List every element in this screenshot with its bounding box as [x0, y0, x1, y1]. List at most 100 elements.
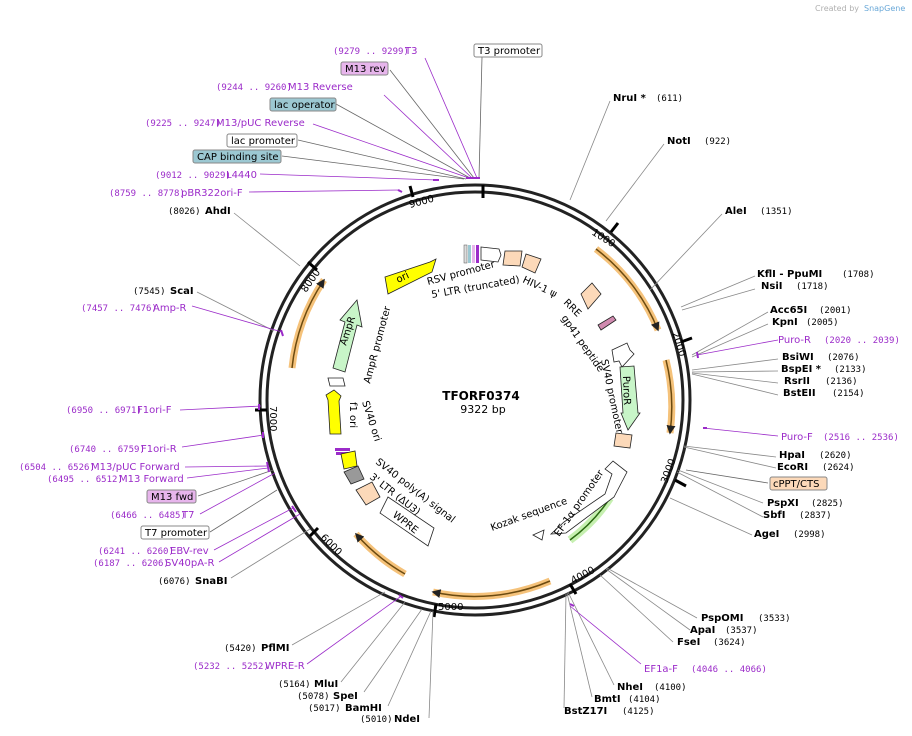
enzyme-pos-bmti: (4104): [628, 695, 661, 705]
enzyme-pos-snabi: (6076): [158, 577, 191, 587]
enzyme-pos-kpni: (2005): [806, 318, 839, 328]
enzyme-name-hpai: HpaI: [779, 450, 805, 461]
enzyme-pos-acc65i: (2001): [819, 306, 852, 316]
enzyme-name-ecori: EcoRI: [777, 462, 808, 473]
enzyme-name-bsiwi: BsiWI: [782, 352, 814, 363]
enzyme-name-nrui: NruI *: [613, 93, 647, 104]
orange-arc-1: [593, 246, 662, 332]
enzyme-name-nsii: NsiI: [761, 281, 782, 292]
hiv-label: HIV-1 ψ: [521, 275, 559, 301]
primer-range-l4440: (9012 .. 9029): [155, 171, 231, 181]
enzyme-pos-scai: (7545): [133, 287, 166, 297]
enzyme-name-alei: AleI: [725, 206, 747, 217]
primer-range-pbr322: (8759 .. 8778): [109, 189, 185, 199]
rsv-stack-4: [476, 245, 479, 263]
primer-range-f1ori-f: (6950 .. 6971): [66, 406, 142, 416]
primer-name-wpre-r: WPRE-R: [265, 661, 305, 672]
cap-site-label: CAP binding site: [197, 152, 279, 163]
primer-range-f1ori-r: (6740 .. 6759): [69, 445, 145, 455]
plasmid-size: 9322 bp: [460, 403, 505, 416]
primer-range-ebv-rev: (6241 .. 6260): [98, 547, 174, 557]
cppt-box: [613, 432, 633, 449]
primer-name-sv40pa-r: SV40pA-R: [165, 558, 214, 569]
puror-arrow: [619, 365, 641, 431]
rsv-promoter-arrow: [480, 246, 502, 263]
rre-box: [580, 282, 602, 310]
tick-label-5000: 5000: [438, 602, 463, 613]
enzyme-pos-kfli: (1708): [842, 270, 875, 280]
primer-name-puro-r: Puro-R: [778, 335, 811, 346]
primer-name-m13puc-reverse: M13/pUC Reverse: [216, 118, 305, 129]
ori-arrow: [384, 258, 437, 295]
primer-name-m13puc-forward: M13/pUC Forward: [91, 462, 180, 473]
ef1a-arrow: [549, 460, 628, 535]
enzyme-pos-agei: (2998): [793, 530, 826, 540]
enzyme-name-noti: NotI: [667, 136, 691, 147]
enzyme-name-pflmi: PflMI: [261, 643, 289, 654]
primer-name-ebv-rev: EBV-rev: [170, 546, 209, 557]
primer-range-m13-reverse: (9244 .. 9260): [216, 83, 292, 93]
primer-range-puro-f: (2516 .. 2536): [823, 433, 899, 443]
primer-range-sv40pa-r: (6187 .. 6206): [93, 559, 169, 569]
m13-rev-label: M13 rev: [345, 64, 386, 75]
enzyme-pos-nrui: (611): [656, 94, 683, 104]
sv40-ori-box: [340, 450, 358, 470]
enzyme-name-snabi: SnaBI: [195, 576, 227, 587]
enzyme-pos-nsii: (1718): [796, 282, 829, 292]
credit-brand: SnapGene: [864, 4, 905, 13]
primer-range-m13puc-forward: (6504 .. 6526): [19, 463, 95, 473]
cppt-label: cPPT/CTS: [773, 479, 819, 490]
tick-label-7000: 7000: [267, 406, 278, 431]
f1ori-arrow: [325, 389, 342, 435]
orange-arc-cores: [291, 248, 676, 598]
primer-range-ef1a-f: (4046 .. 4066): [691, 665, 767, 675]
hiv-box: [521, 253, 542, 274]
enzyme-name-bstz17i: BstZ17I: [564, 706, 607, 717]
boxed-labels: T3 promoter M13 rev lac operator lac pro…: [140, 43, 828, 540]
enzyme-name-acc65i: Acc65I: [770, 305, 807, 316]
lac-operator-label: lac operator: [274, 100, 335, 111]
primer-range-m13puc-reverse: (9225 .. 9247): [145, 119, 221, 129]
primer-labels: (9279 .. 9299) T3 (9244 .. 9260) M13 Rev…: [19, 46, 900, 675]
enzyme-name-bsteii: BstEII: [783, 388, 816, 399]
lac-promoter-label: lac promoter: [231, 136, 296, 147]
sv40-bar-1: [335, 448, 350, 451]
enzyme-name-kpni: KpnI: [772, 317, 798, 328]
ampr-arrow: [332, 299, 363, 373]
ampr-promoter-arrow: [327, 377, 346, 387]
enzyme-pos-nhei: (4100): [654, 683, 687, 693]
tick-label-6000: 6000: [318, 532, 344, 558]
enzyme-pos-noti: (922): [704, 137, 731, 147]
enzyme-pos-bstz17i: (4125): [622, 707, 655, 717]
f1ori-label: f1 ori: [347, 402, 358, 428]
sv40-promoter-arrow: [611, 342, 635, 368]
primer-name-f1ori-r: F1ori-R: [141, 444, 177, 455]
orange-arc-4: [353, 531, 407, 578]
kozak-mark: [532, 529, 545, 541]
tick-marks: [255, 185, 693, 618]
enzyme-pos-hpai: (2620): [819, 451, 852, 461]
enzyme-name-ndei: NdeI: [394, 714, 420, 725]
enzyme-pos-bsteii: (2154): [832, 389, 865, 399]
enzyme-pos-bsiwi: (2076): [827, 353, 860, 363]
enzyme-name-pspomi: PspOMI: [701, 613, 743, 624]
primer-name-t7: T7: [181, 510, 194, 521]
primer-range-m13-forward: (6495 .. 6512): [47, 475, 123, 485]
primer-range-t7: (6466 .. 6485): [110, 511, 186, 521]
enzyme-pos-spei: (5078): [297, 692, 330, 702]
primer-range-ampr: (7457 .. 7476): [81, 304, 157, 314]
sv40-polya-box: [343, 465, 365, 485]
enzyme-pos-pflmi: (5420): [224, 644, 257, 654]
enzyme-name-sbfi: SbfI: [763, 510, 785, 521]
enzyme-pos-bamhi: (5017): [308, 704, 341, 714]
enzyme-pos-pspomi: (3533): [758, 614, 791, 624]
t7-promoter-label: T7 promoter: [144, 528, 208, 539]
enzyme-pos-alei: (1351): [760, 207, 793, 217]
m13-fwd-label: M13 fwd: [151, 492, 193, 503]
enzyme-pos-pspxi: (2825): [811, 499, 844, 509]
enzyme-pos-mlui: (5164): [278, 680, 311, 690]
enzyme-pos-ahdi: (8026): [168, 207, 201, 217]
puror-label: PuroR: [620, 376, 632, 406]
enzyme-name-agei: AgeI: [754, 529, 779, 540]
